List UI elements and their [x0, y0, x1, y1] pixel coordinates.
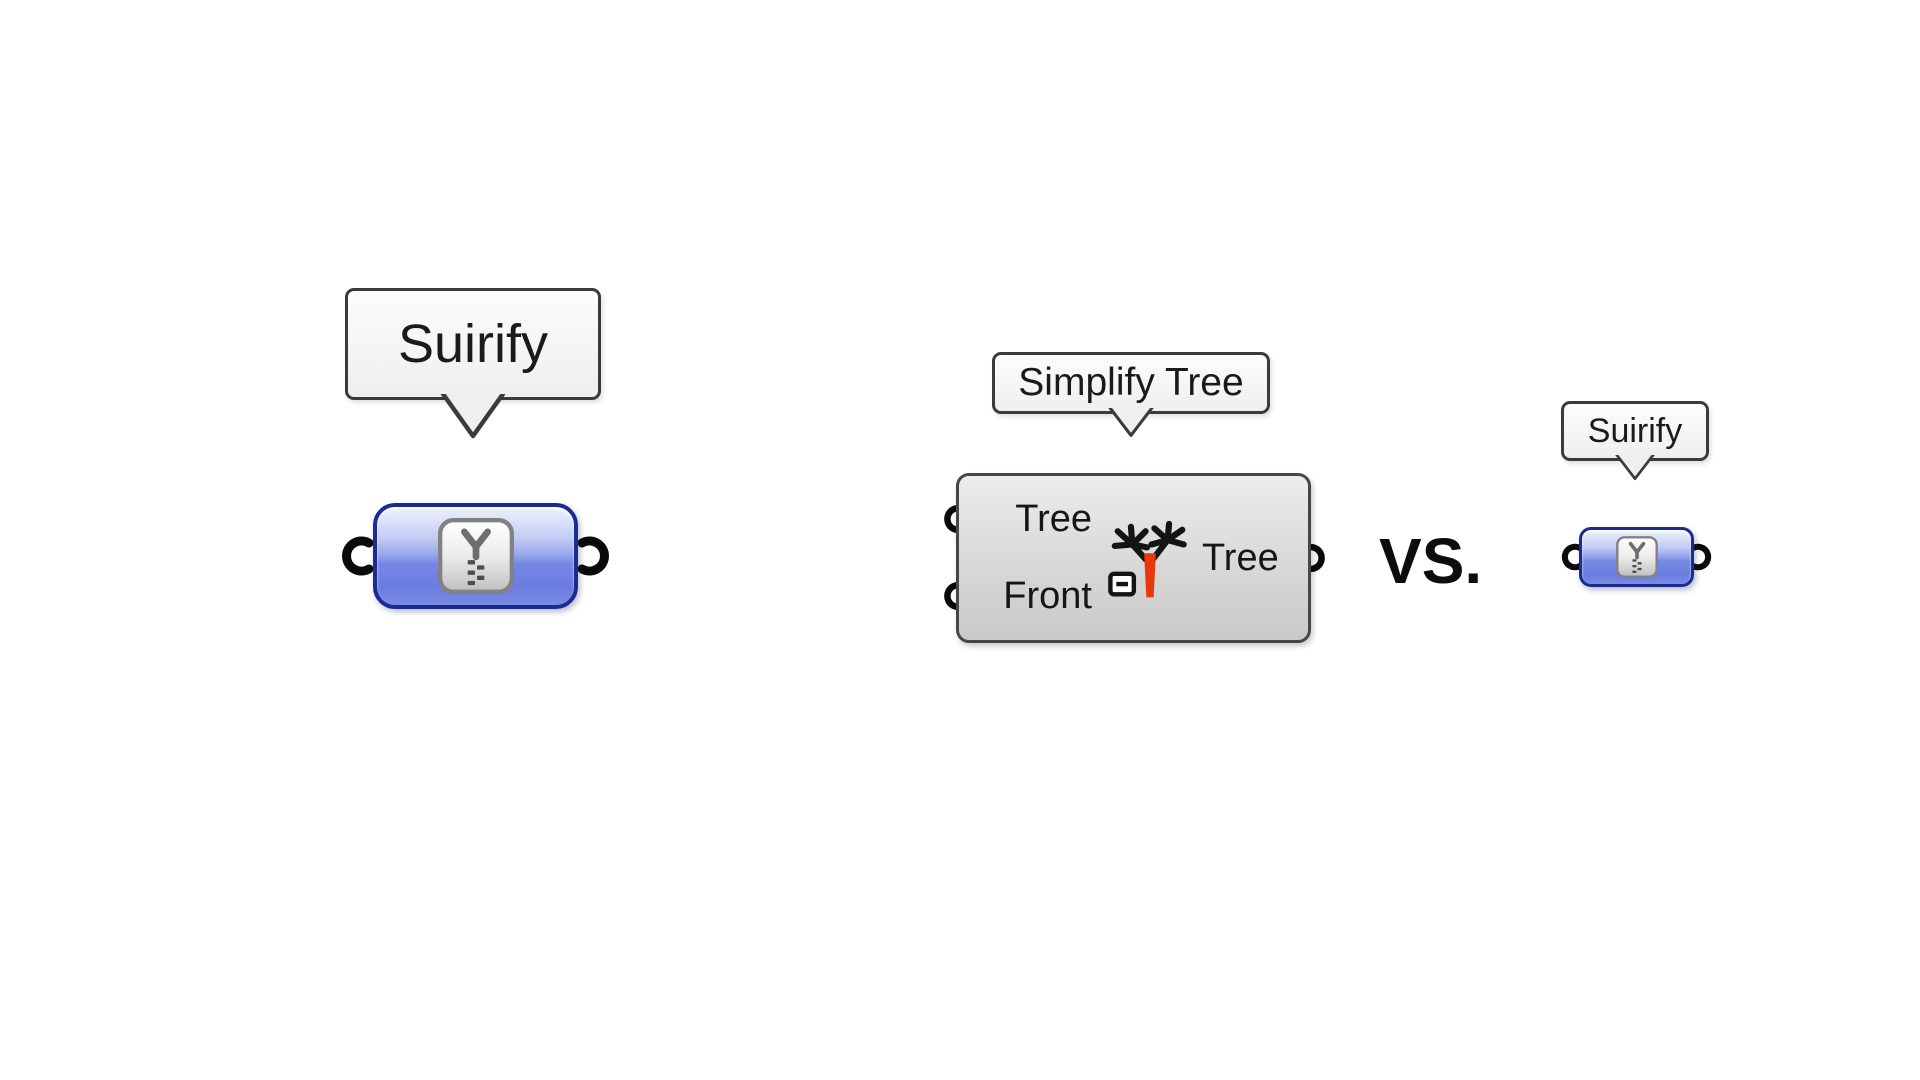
component-body — [1579, 527, 1694, 587]
tooltip-suirify-small: Suirify — [1561, 401, 1709, 481]
vs-label: VS. — [1379, 525, 1483, 597]
zipper-icon — [1615, 536, 1658, 578]
input-param-tree[interactable]: Tree — [1015, 498, 1092, 540]
balloon-pointer — [1615, 455, 1655, 481]
output-param-tree[interactable]: Tree — [1202, 537, 1279, 579]
component-body — [373, 503, 578, 609]
tooltip-simplify-tree: Simplify Tree — [992, 352, 1270, 437]
tooltip-text: Suirify — [397, 314, 549, 374]
balloon-pointer — [440, 394, 506, 439]
zipper-icon — [437, 518, 514, 594]
suirify-component-small[interactable] — [1561, 527, 1712, 587]
tooltip-suirify-large: Suirify — [345, 288, 601, 439]
tooltip-text: Suirify — [1587, 411, 1683, 450]
tooltip-text: Simplify Tree — [1018, 361, 1244, 404]
simplify-tree-icon — [1108, 521, 1187, 598]
component-body — [956, 473, 1311, 643]
input-wire-grip[interactable] — [1557, 542, 1587, 572]
simplify-tree-component[interactable]: Tree Front Tree — [944, 473, 1325, 643]
input-param-front[interactable]: Front — [1003, 575, 1092, 617]
output-wire-grip[interactable] — [572, 534, 616, 578]
balloon-pointer — [1108, 408, 1154, 437]
output-wire-grip[interactable] — [1686, 542, 1716, 572]
input-wire-grip[interactable] — [335, 534, 379, 578]
suirify-component-large[interactable] — [342, 503, 609, 609]
